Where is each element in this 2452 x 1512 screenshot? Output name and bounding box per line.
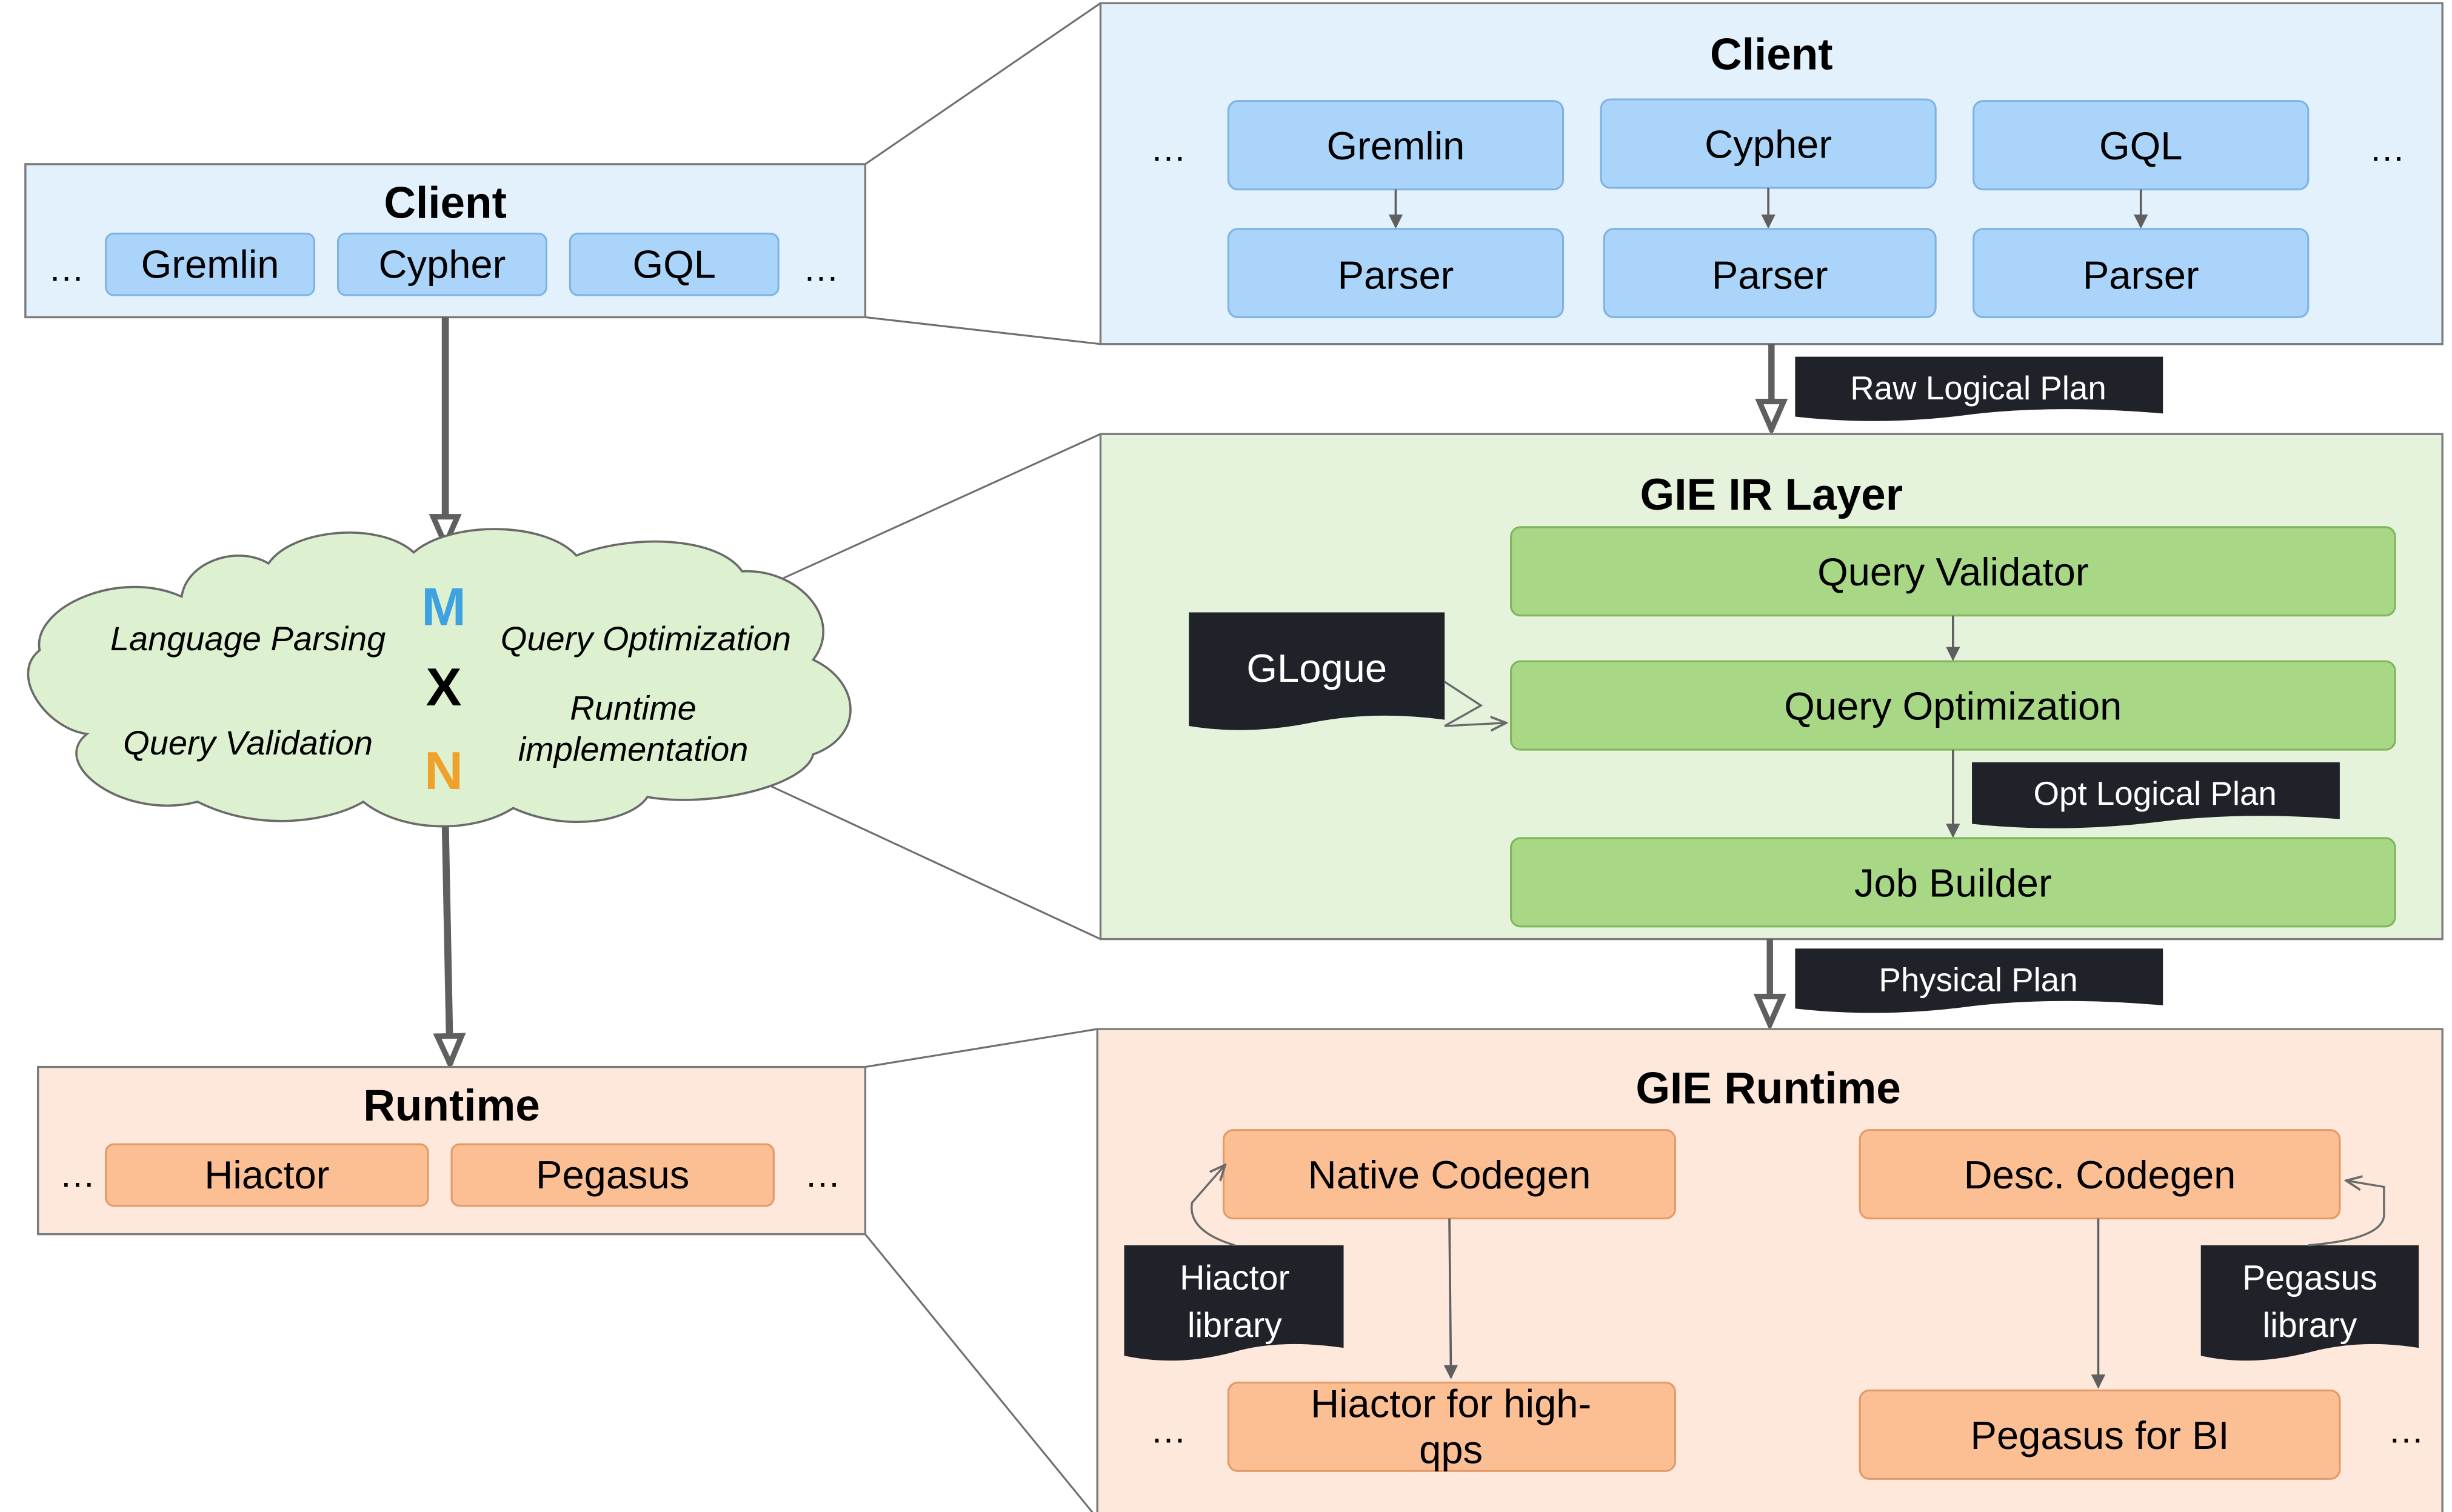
right-client-title: Client [1710,30,1833,79]
gie-runtime-title: GIE Runtime [1635,1064,1900,1113]
left-arrow-cloud-to-runtime [446,824,450,1064]
left-client-cypher-label: Cypher [379,242,506,286]
hiactor-library-line2: library [1188,1306,1282,1345]
physical-plan-tag: Physical Plan [1795,948,2163,1013]
pegasus-library-line1: Pegasus [2242,1259,2377,1297]
cloud-x-letter: X [426,657,461,717]
desc-codegen-label: Desc. Codegen [1964,1153,2236,1197]
left-client-gql-box [569,232,780,296]
hiactor-target-label-line2: qps [1419,1427,1483,1471]
raw-logical-plan-shape [1795,356,2163,421]
left-runtime-hiactor-box [105,1143,429,1207]
left-client-cypher-box [336,232,547,296]
pegasus-target-box [1859,1389,2341,1480]
ir-layer-title: GIE IR Layer [1640,470,1903,519]
ir-layer-panel: GIE IR Layer Query Validator Query Optim… [1099,433,2444,941]
left-runtime-pegasus-label: Pegasus [536,1153,689,1197]
hiactor-target-label-line1: Hiactor for high- [1311,1382,1591,1426]
native-to-hiactor-arrow [1443,1218,1458,1379]
hiactor-library-shape [1124,1245,1344,1361]
left-client-panel: Client … Gremlin Cypher GQL … [24,163,867,319]
left-runtime-title: Runtime [363,1081,540,1130]
left-runtime-ellipsis-right: … [804,1154,841,1194]
gie-runtime-ellipsis-right: … [2388,1410,2424,1450]
pegasus-library-line2: library [2262,1306,2357,1345]
glogue-to-optimization-arrow [1444,681,1506,726]
job-builder-label: Job Builder [1854,861,2052,905]
physical-plan-label: Physical Plan [1879,961,2077,999]
cloud-shape [27,528,852,828]
gql-label: GQL [2099,124,2182,168]
connector-ir-top [770,433,1101,585]
cloud-m-letter: M [421,576,466,636]
left-runtime-ellipsis-left: … [59,1154,96,1194]
physical-plan-shape [1795,948,2163,1013]
raw-logical-plan-label: Raw Logical Plan [1850,369,2106,407]
gql-parser-box [1973,228,2310,319]
connector-client-bottom [865,316,1101,345]
pegasus-target-label: Pegasus for BI [1971,1413,2230,1457]
pegasus-library-shape [2200,1245,2419,1361]
opt-logical-plan-label: Opt Logical Plan [2034,774,2277,812]
raw-logical-plan-tag: Raw Logical Plan [1795,356,2163,421]
connector-runtime-top [865,1028,1098,1068]
cloud-query-optimization: Query Optimization [501,619,791,658]
opt-logical-plan-shape [1972,762,2340,828]
gremlin-parser-box [1227,228,1565,319]
hiactor-library-to-native-arrow [1191,1165,1235,1247]
gie-runtime-ellipsis-left: … [1150,1410,1186,1450]
zoom-connectors [770,2,1101,1512]
left-runtime-panel: Runtime … Hiactor Pegasus … [37,1065,867,1236]
cloud-query-validation: Query Validation [123,724,373,762]
connector-client-top [864,2,1101,165]
left-runtime-pegasus-box [450,1143,775,1207]
left-client-ellipsis-right: … [803,248,840,289]
left-client-ellipsis-left: … [48,248,85,289]
glogue-tag-shape [1189,612,1445,730]
pegasus-library-to-desc-arrow [2308,1181,2385,1247]
cloud-language-parsing: Language Parsing [110,619,386,658]
left-client-gql-label: GQL [633,242,716,286]
gremlin-label: Gremlin [1327,124,1465,168]
right-client-ellipsis-left: … [1150,128,1186,169]
hiactor-target-box [1227,1381,1677,1472]
left-client-gremlin-label: Gremlin [141,242,279,286]
cypher-parser-label: Parser [1712,253,1828,298]
cloud-n-letter: N [424,741,463,801]
left-client-title: Client [384,178,507,227]
cloud-runtime: Runtime [570,689,696,727]
hiactor-library-line1: Hiactor [1180,1259,1289,1297]
cloud-implementation: implementation [518,730,749,768]
left-client-gremlin-box [105,232,316,296]
query-optimization-label: Query Optimization [1784,684,2122,728]
desc-codegen-box [1859,1129,2341,1220]
glogue-tag-label: GLogue [1246,646,1387,690]
query-validator-label: Query Validator [1817,550,2088,594]
right-client-ellipsis-right: … [2369,128,2405,169]
cypher-label: Cypher [1705,122,1832,166]
mxn-cloud: Language Parsing Query Validation Query … [27,528,852,828]
connector-ir-bottom [770,785,1101,941]
connector-runtime-bottom [864,1233,1094,1512]
right-client-panel: Client … … Gremlin Cypher GQL Parser Par… [1099,2,2444,345]
gql-parser-label: Parser [2083,253,2199,298]
native-codegen-label: Native Codegen [1308,1153,1591,1197]
cypher-parser-box [1603,228,1937,319]
gie-runtime-panel: GIE Runtime Native Codegen Desc. Codegen… [1096,1028,2444,1512]
left-runtime-hiactor-label: Hiactor [204,1153,329,1197]
job-builder-box [1510,837,2396,928]
gremlin-parser-label: Parser [1338,253,1454,298]
